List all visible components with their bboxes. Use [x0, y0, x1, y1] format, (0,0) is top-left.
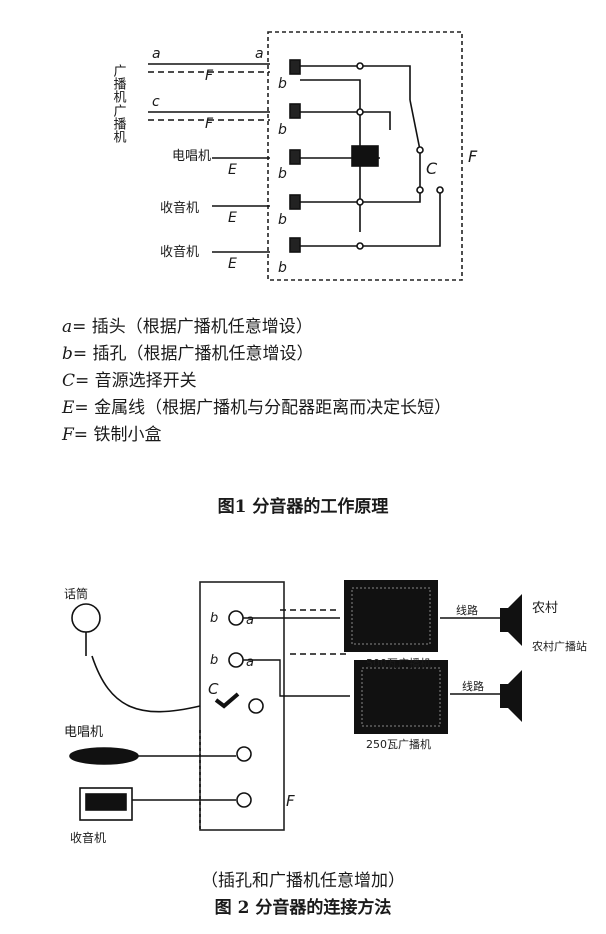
source-label-1: 广播机	[111, 64, 127, 104]
jack-b-label-1: b	[278, 76, 287, 92]
plug-a-label-1: a	[152, 46, 161, 62]
source-label-3: 电唱机	[172, 149, 211, 164]
jack-b-2: b	[210, 653, 218, 668]
label-C: C	[208, 680, 219, 698]
speaker-icons	[500, 594, 522, 722]
out2-label: 农村广播站	[532, 639, 587, 653]
figure-1-schematic: F C F F E E	[111, 31, 478, 281]
legend-row: b= 插孔（根据广播机任意增设）	[62, 344, 314, 364]
figure-1-legend: a= 插头（根据广播机任意增设） b= 插孔（根据广播机任意增设） C= 音源选…	[62, 314, 602, 449]
switch-C-label: C	[426, 159, 438, 178]
plug-a-label-2: a	[255, 46, 264, 62]
wire1-label: 线路	[456, 603, 478, 617]
jack-b-1: b	[210, 611, 218, 626]
source-3-label: 收音机	[70, 830, 106, 845]
source-2-label: 电唱机	[64, 725, 103, 740]
distributor-jacks	[228, 610, 264, 808]
source-label-5: 收音机	[160, 244, 199, 260]
wire-E-label-3: E	[228, 256, 237, 272]
jack-rows	[289, 59, 444, 253]
wire-E-label-2: E	[228, 210, 237, 226]
output-wires	[243, 609, 500, 697]
jack-b-label-3: b	[278, 166, 287, 182]
plug-c-label: c	[152, 94, 160, 110]
jack-b-label-4: b	[278, 212, 287, 228]
input-lines	[148, 63, 270, 253]
legend-row: F= 铁制小盒	[62, 425, 162, 445]
figure-1-caption: 图1 分音器的工作原理	[217, 497, 389, 517]
source-1-label: 话筒	[64, 586, 88, 601]
box-F-label: F	[468, 147, 478, 166]
legend-row: E= 金属线（根据广播机与分配器距离而决定长短）	[62, 398, 452, 418]
selector-switch	[214, 692, 240, 709]
wire-E-label-1: E	[228, 162, 237, 178]
source-label-4: 收音机	[160, 200, 199, 216]
source-label-2: 广播机	[111, 104, 127, 144]
figure-2-note: （插孔和广播机任意增加）	[201, 871, 405, 891]
amp1-label: 500瓦广播机	[366, 656, 431, 670]
figure-2-caption: 图 2 分音器的连接方法	[214, 898, 392, 918]
figure-2-diagram: b b a a C F 500瓦广播机 250瓦广播机 线路 线路 农村 农村广…	[64, 580, 587, 845]
amp2-label: 250瓦广播机	[366, 737, 431, 751]
jack-b-label-5: b	[278, 260, 287, 276]
plug-a-1: a	[246, 613, 254, 628]
jack-b-label-2: b	[278, 122, 287, 138]
box-F-outline	[267, 31, 463, 281]
legend-row: a= 插头（根据广播机任意增设）	[62, 317, 313, 337]
wire-F-label-2: F	[205, 116, 214, 132]
label-F: F	[286, 792, 295, 810]
source-devices	[69, 603, 236, 830]
plug-a-2: a	[246, 655, 254, 670]
out1-label: 农村	[532, 601, 558, 616]
wire2-label: 线路	[462, 679, 484, 693]
wire-F-label-1: F	[205, 68, 214, 84]
legend-row: C= 音源选择开关	[62, 371, 197, 391]
amplifiers	[344, 580, 448, 734]
